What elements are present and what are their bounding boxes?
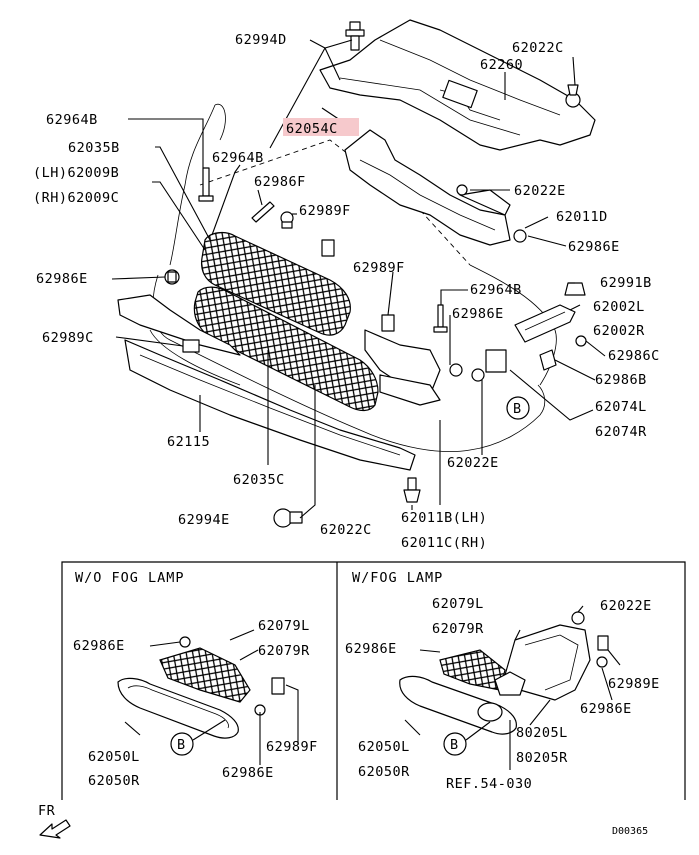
inset-right-62986E-a[interactable]: 62986E [345, 641, 397, 657]
inset-right-callout-b: B [450, 737, 459, 753]
inset-right-labels: 62079L 62079R 62022E 62986E 62989E 62986… [345, 596, 660, 792]
inset-left-62989F[interactable]: 62989F [266, 739, 318, 755]
label-62011D[interactable]: 62011D [556, 209, 608, 225]
upper-panel-62260 [319, 19, 596, 151]
inset-frame [61, 561, 686, 800]
leader-lines [111, 39, 606, 519]
clip-62991B [564, 282, 586, 296]
label-62991B[interactable]: 62991B [600, 275, 652, 291]
clip-62989F-a [321, 239, 335, 257]
inset-right-62050R[interactable]: 62050R [358, 764, 410, 780]
bolt-62994E [273, 508, 303, 528]
clip-62989C [182, 339, 200, 353]
screw-62964B-left [198, 167, 214, 202]
label-62986C[interactable]: 62986C [608, 348, 660, 364]
label-62009C[interactable]: (RH)62009C [33, 190, 119, 206]
lower-lip-62115 [117, 294, 416, 471]
fasteners [164, 21, 587, 528]
inset-right-62986E-b[interactable]: 62986E [580, 701, 632, 717]
label-62986F[interactable]: 62986F [254, 174, 306, 190]
inset-left-62986E-a[interactable]: 62986E [73, 638, 125, 654]
label-62022E-bottom[interactable]: 62022E [447, 455, 499, 471]
label-62260[interactable]: 62260 [480, 57, 523, 73]
label-62964B-mid[interactable]: 62964B [212, 150, 264, 166]
bolt-62986E-right [513, 229, 527, 243]
label-62022C-bottom[interactable]: 62022C [320, 522, 372, 538]
inset-left-62050L[interactable]: 62050L [88, 749, 140, 765]
screw-62964B-right [433, 304, 448, 333]
inset-left-62079R[interactable]: 62079R [258, 643, 310, 659]
inset-right-62050L[interactable]: 62050L [358, 739, 410, 755]
label-62035B[interactable]: 62035B [68, 140, 120, 156]
label-62002R[interactable]: 62002R [593, 323, 645, 339]
label-62986B[interactable]: 62986B [595, 372, 647, 388]
label-62989C[interactable]: 62989C [42, 330, 94, 346]
clip-62994D [345, 21, 365, 51]
label-62074L[interactable]: 62074L [595, 399, 647, 415]
arrow-icon [39, 819, 71, 839]
label-62994D[interactable]: 62994D [235, 32, 287, 48]
label-62074R[interactable]: 62074R [595, 424, 647, 440]
label-62964B-right[interactable]: 62964B [470, 282, 522, 298]
inset-right-80205R[interactable]: 80205R [516, 750, 568, 766]
main-labels: 62994D 62022C 62260 62054C 62964B 62035B… [33, 32, 660, 551]
label-62989F-b[interactable]: 62989F [353, 260, 405, 276]
label-62009B[interactable]: (LH)62009B [33, 165, 119, 181]
diagram-code: D00365 [612, 826, 648, 837]
inset-right-ref[interactable]: REF.54-030 [446, 776, 532, 792]
label-62011B[interactable]: 62011B(LH) [401, 510, 487, 526]
inset-right-62989E[interactable]: 62989E [608, 676, 660, 692]
inset-right-62022E[interactable]: 62022E [600, 598, 652, 614]
label-62035C[interactable]: 62035C [233, 472, 285, 488]
label-62964B-left[interactable]: 62964B [46, 112, 98, 128]
inset-right-title: W/FOG LAMP [352, 570, 443, 586]
side-bracket-62002 [485, 304, 576, 373]
label-62986E-right[interactable]: 62986E [568, 239, 620, 255]
inset-right-drawing: B [399, 605, 621, 770]
inset-left-62986E-b[interactable]: 62986E [222, 765, 274, 781]
label-62002L[interactable]: 62002L [593, 299, 645, 315]
inset-left-62079L[interactable]: 62079L [258, 618, 310, 634]
inset-right-62079R[interactable]: 62079R [432, 621, 484, 637]
screw-62964B-mid [251, 201, 275, 223]
lower-grille-62035C [193, 286, 379, 412]
front-direction-arrow: FR [38, 803, 71, 839]
bolt-62986C [575, 335, 587, 347]
label-62054C[interactable]: 62054C [286, 121, 338, 137]
clip-62989F-b [381, 314, 395, 332]
label-62986E-mid[interactable]: 62986E [452, 306, 504, 322]
inset-left-labels: 62986E 62079L 62079R 62050L 62050R 62989… [73, 618, 318, 789]
inset-right-62079L[interactable]: 62079L [432, 596, 484, 612]
label-62986E-left[interactable]: 62986E [36, 271, 88, 287]
inset-right-80205L[interactable]: 80205L [516, 725, 568, 741]
front-marker-text: FR [38, 803, 56, 819]
clip-62022C-top [565, 84, 581, 108]
highlight-62054C [283, 118, 359, 136]
bolt-62986E-left [164, 269, 180, 285]
label-62022C-top[interactable]: 62022C [512, 40, 564, 56]
inset-left-62050R[interactable]: 62050R [88, 773, 140, 789]
bolt-62986E-mid [449, 363, 463, 377]
callout-b-text: B [513, 401, 522, 417]
bolt-62986F [280, 211, 294, 229]
callout-b-main: B [506, 396, 530, 420]
label-62022E-top[interactable]: 62022E [514, 183, 566, 199]
upper-grille-62035B [200, 231, 351, 336]
bolt-62022E-bottom [471, 368, 485, 382]
inset-left-title: W/O FOG LAMP [75, 570, 185, 586]
support-62011D [344, 129, 511, 246]
clip-62022C-bottom [403, 477, 421, 503]
label-62994E[interactable]: 62994E [178, 512, 230, 528]
clip-62022E-top [456, 184, 468, 196]
label-62011C[interactable]: 62011C(RH) [401, 535, 487, 551]
inset-left-drawing: B [117, 629, 299, 765]
label-62115[interactable]: 62115 [167, 434, 210, 450]
center-bracket [364, 329, 441, 406]
label-62989F-a[interactable]: 62989F [299, 203, 351, 219]
inset-left-callout-b: B [177, 737, 186, 753]
